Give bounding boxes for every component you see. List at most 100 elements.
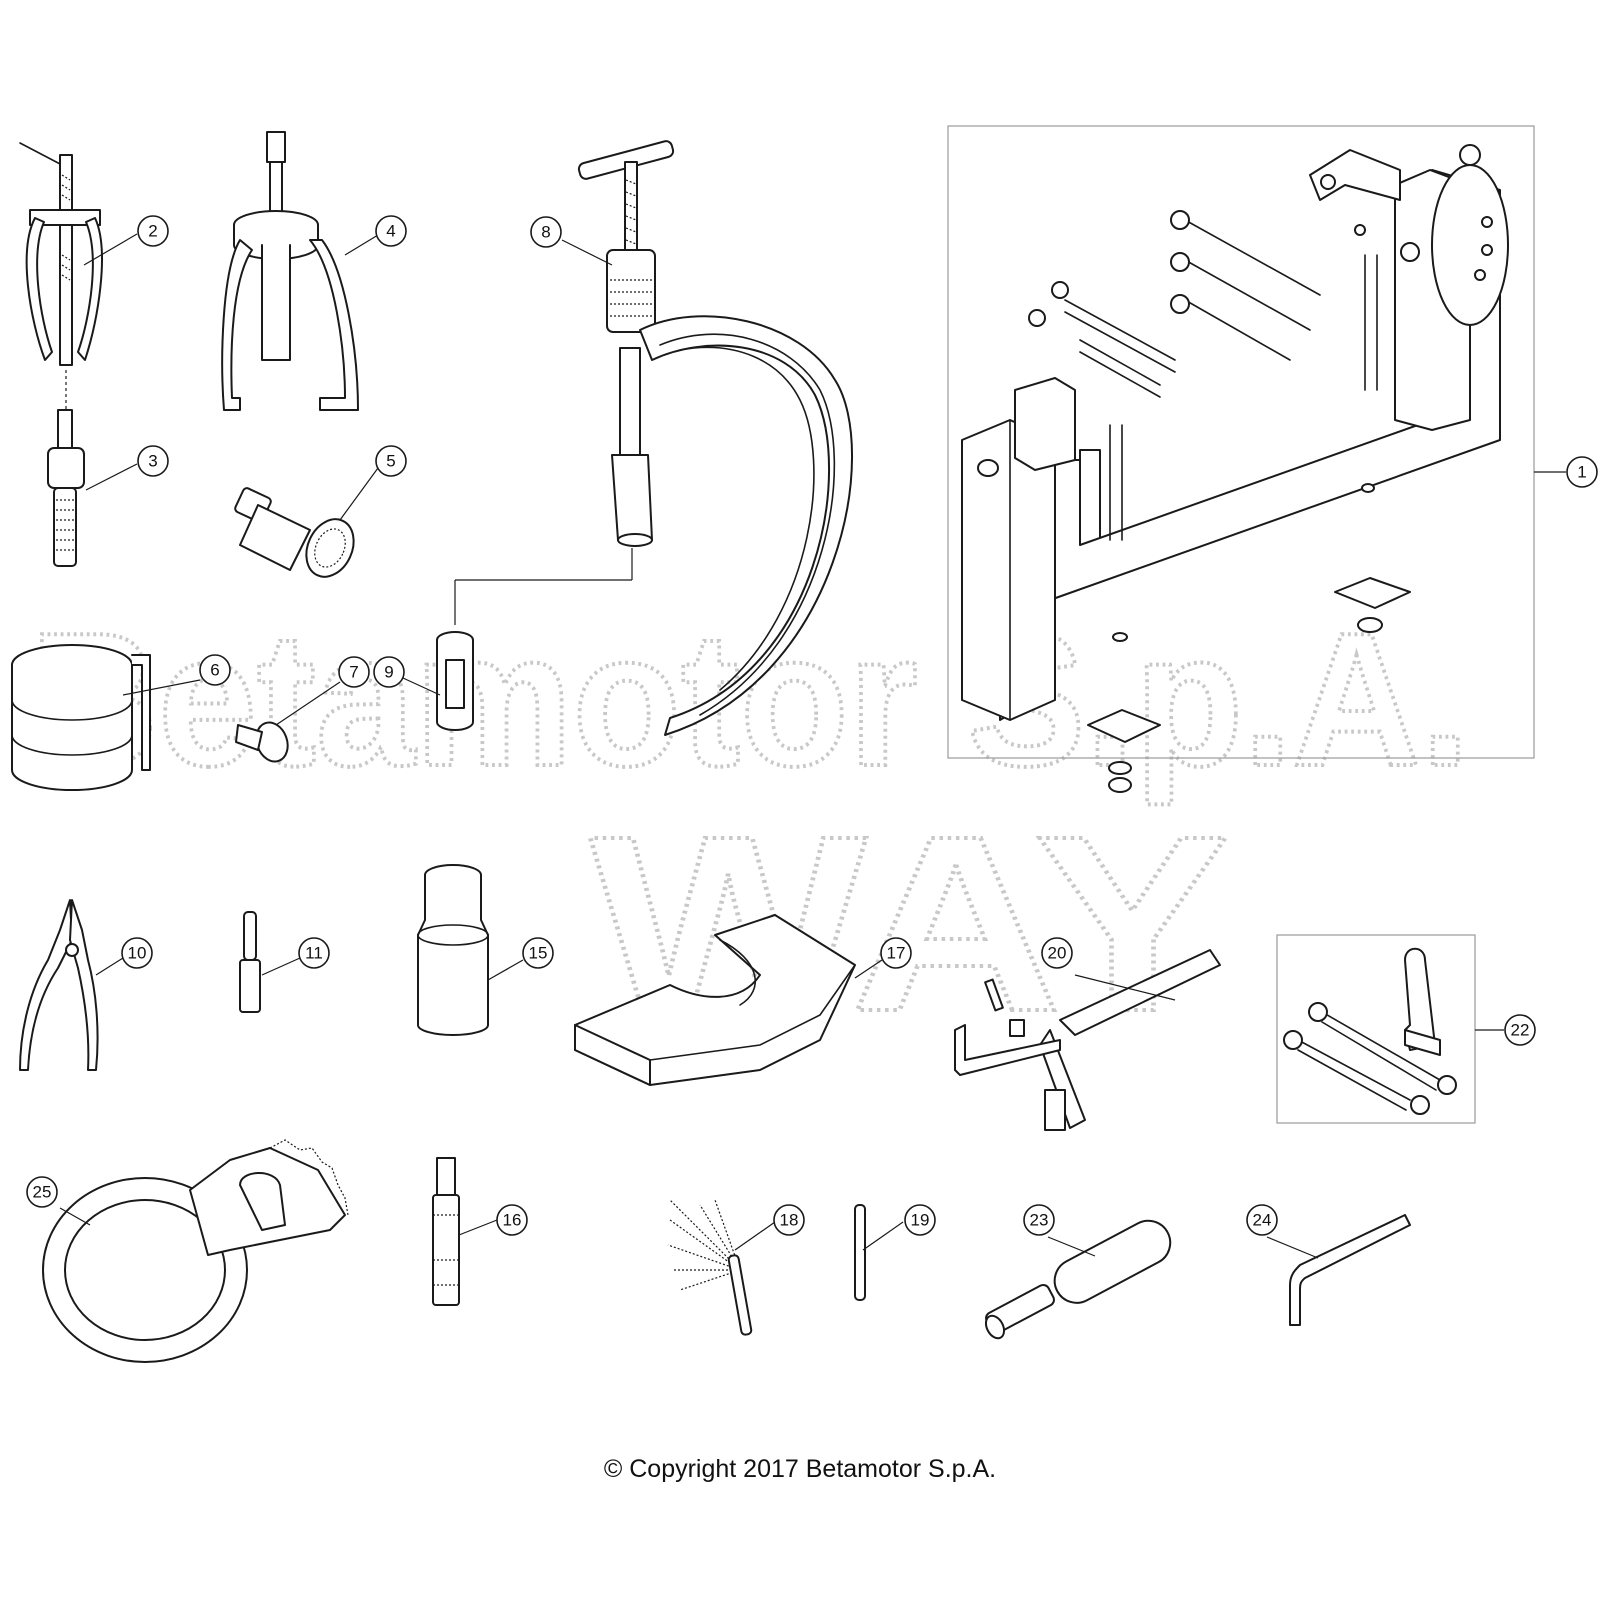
bolt-a — [1064, 299, 1176, 361]
bolt-b — [1079, 339, 1161, 386]
bolt-b-edge — [1079, 351, 1161, 398]
part-10-circlip-pliers — [19, 899, 99, 1071]
callout-11: 11 — [298, 937, 330, 969]
foot-plate-left — [1087, 709, 1161, 743]
part-16-shaft-tool — [432, 1157, 460, 1306]
clamp-cup — [611, 454, 653, 541]
nut-foot — [1108, 777, 1132, 793]
leader-18 — [734, 1221, 776, 1251]
callout-20: 20 — [1041, 937, 1073, 969]
bolt22-a-edge — [1321, 1021, 1437, 1091]
bracket22-base — [1404, 1029, 1441, 1056]
callout-1-label: 1 — [1577, 463, 1586, 482]
clamp-lower-screw — [619, 347, 641, 459]
callout-8: 8 — [530, 216, 562, 248]
callout-6-label: 6 — [210, 661, 219, 680]
stand-bolt-head — [1400, 242, 1420, 262]
leader-4 — [344, 234, 379, 256]
leader-16 — [458, 1219, 498, 1236]
plate-hole-c — [1474, 269, 1486, 281]
callout-4-label: 4 — [386, 222, 395, 241]
nut-c — [1170, 210, 1190, 230]
callout-25: 25 — [26, 1176, 58, 1208]
holder-teeth — [269, 1139, 349, 1216]
plate17-edge — [649, 964, 856, 1061]
watermark: Betamotor S.p.A. WAY — [28, 592, 1472, 1065]
callout-10: 10 — [121, 937, 153, 969]
part-22-bracket-kit — [1276, 934, 1476, 1124]
callout-17-label: 17 — [887, 944, 906, 963]
clamp-knurled-nut — [606, 249, 656, 333]
bolt22-b-edge — [1297, 1049, 1407, 1111]
part-20-holding-tool — [954, 949, 1221, 1131]
puller4-screw — [269, 161, 283, 218]
plate-hole-a — [1481, 216, 1493, 228]
leader-10 — [95, 957, 124, 976]
socket15-body — [417, 874, 489, 1036]
rail-hole-b — [1361, 483, 1375, 493]
nut22-d — [1410, 1095, 1430, 1115]
leader-24 — [1266, 1236, 1319, 1259]
bolt22-b — [1297, 1039, 1411, 1101]
puller-leg-right — [77, 217, 103, 361]
clamp-c-edge-2 — [679, 346, 815, 691]
clamp-knurl — [610, 279, 652, 317]
tool20-jaw — [1044, 1089, 1066, 1131]
stand-arm-bracket — [1309, 149, 1401, 201]
callout-25-label: 25 — [33, 1183, 52, 1202]
compressor-bands — [11, 699, 133, 756]
socket5-mouth — [305, 518, 355, 578]
puller4-leg-center — [261, 244, 291, 361]
part-11-drift — [239, 911, 261, 1013]
callout-23: 23 — [1023, 1204, 1055, 1236]
socket15-shoulder — [417, 924, 489, 946]
tool20-lever — [1039, 1029, 1086, 1129]
callout-15-label: 15 — [529, 944, 548, 963]
leader-17 — [854, 959, 883, 979]
leader-15 — [487, 959, 524, 981]
part-18-feeler-gauge — [667, 1199, 753, 1336]
rail-hole-a — [1112, 632, 1128, 642]
threaded-rod-a — [1184, 219, 1321, 296]
rod19 — [854, 1204, 866, 1301]
pliers-handle-right — [69, 899, 99, 1071]
callout-22: 22 — [1504, 1014, 1536, 1046]
callout-23-label: 23 — [1030, 1211, 1049, 1230]
adaptor-grip — [56, 499, 74, 551]
plate-hole-b — [1481, 244, 1493, 256]
callout-4: 4 — [375, 215, 407, 247]
leader-19 — [862, 1221, 904, 1251]
puller4-hex — [266, 131, 286, 163]
holder-slot — [239, 1172, 286, 1231]
callout-22-label: 22 — [1511, 1021, 1530, 1040]
leader-3 — [85, 463, 138, 491]
adaptor9-window — [445, 659, 465, 709]
part-4-bearing-puller — [221, 131, 359, 411]
callout-8-label: 8 — [541, 223, 550, 242]
adaptor-body — [47, 447, 85, 489]
callout-2: 2 — [137, 215, 169, 247]
nut-d — [1170, 252, 1190, 272]
gauge-holder — [727, 1254, 753, 1336]
part-5-socket — [234, 487, 355, 578]
washer-right — [1357, 617, 1383, 633]
callout-7-label: 7 — [349, 663, 358, 682]
stand-knob — [977, 459, 999, 477]
tool20-block — [1009, 1019, 1025, 1037]
tool20-arm — [1059, 949, 1221, 1036]
stand-rotating-plate — [1431, 164, 1509, 326]
callout-9: 9 — [373, 656, 405, 688]
puller-leg-left — [25, 217, 53, 361]
leader-25 — [59, 1207, 91, 1226]
drift-body — [239, 959, 261, 1013]
pin-shaft — [235, 724, 263, 751]
part-1-engine-stand — [947, 125, 1535, 793]
puller4-leg-left — [221, 239, 253, 411]
part-9-valve-adaptor — [436, 548, 633, 731]
leader-6 — [122, 679, 201, 696]
watermark-line1: Betamotor S.p.A. — [30, 594, 1470, 806]
bracket-hole — [1320, 174, 1336, 190]
callout-15: 15 — [522, 937, 554, 969]
callout-20-label: 20 — [1048, 944, 1067, 963]
puller-thread — [61, 174, 71, 281]
